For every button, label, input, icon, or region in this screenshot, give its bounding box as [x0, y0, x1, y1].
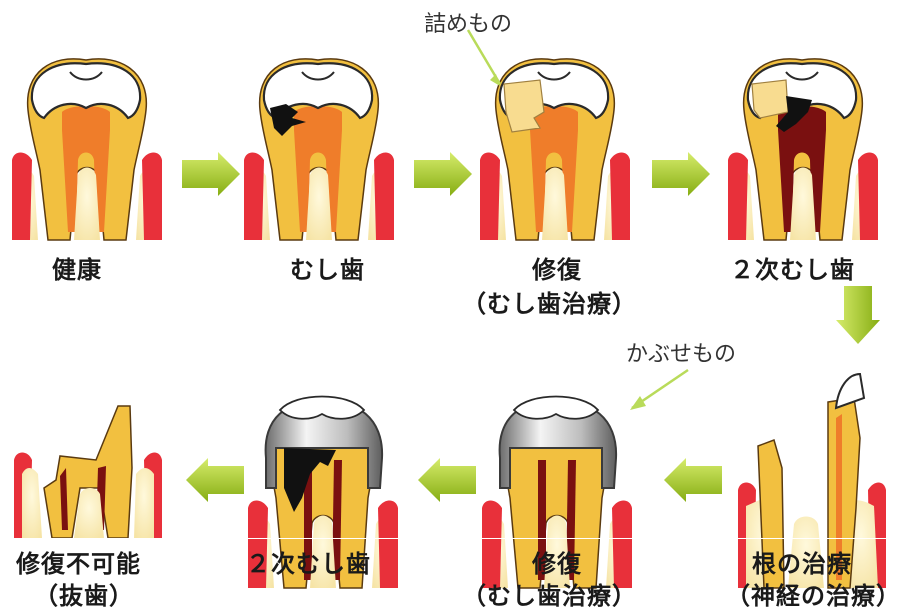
stage-label-unrestorable: 修復不可能: [16, 544, 141, 579]
arrow-right-icon: [414, 152, 472, 196]
arrow-left-icon: [664, 458, 722, 502]
filling-callout-text: 詰めもの: [424, 6, 512, 38]
stage-label-restoration-2: 修復: [532, 544, 582, 579]
filling-callout-line: [468, 30, 500, 86]
stage-label-secondary-caries-1: ２次むし歯: [730, 250, 855, 285]
stage-sublabel-restoration-2: （むし歯治療）: [462, 576, 637, 611]
stage-label-healthy: 健康: [52, 250, 102, 285]
tooth-unrestorable: [14, 406, 162, 538]
arrow-left-icon: [418, 458, 476, 502]
stage-label-root-treatment: 根の治療: [752, 544, 852, 579]
tooth-secondary-caries: [728, 59, 878, 240]
arrow-right-icon: [652, 152, 710, 196]
stage-label-restoration-1: 修復: [532, 250, 582, 285]
crown-callout-text: かぶせもの: [626, 336, 736, 368]
stage-sublabel-unrestorable: （抜歯）: [34, 576, 134, 611]
stage-label-secondary-caries-2: ２次むし歯: [246, 544, 371, 579]
stage-sublabel-restoration-1: （むし歯治療）: [462, 284, 637, 319]
arrow-right-icon: [182, 152, 240, 196]
tooth-filling: [480, 59, 630, 240]
stage-label-caries: むし歯: [290, 250, 365, 285]
tooth-healthy: [12, 59, 162, 240]
stage-sublabel-root-treatment: （神経の治療）: [726, 576, 901, 611]
arrow-left-icon: [186, 458, 244, 502]
arrow-down-icon: [836, 286, 880, 344]
tooth-caries: [244, 59, 394, 240]
crown-callout-line: [630, 370, 688, 410]
